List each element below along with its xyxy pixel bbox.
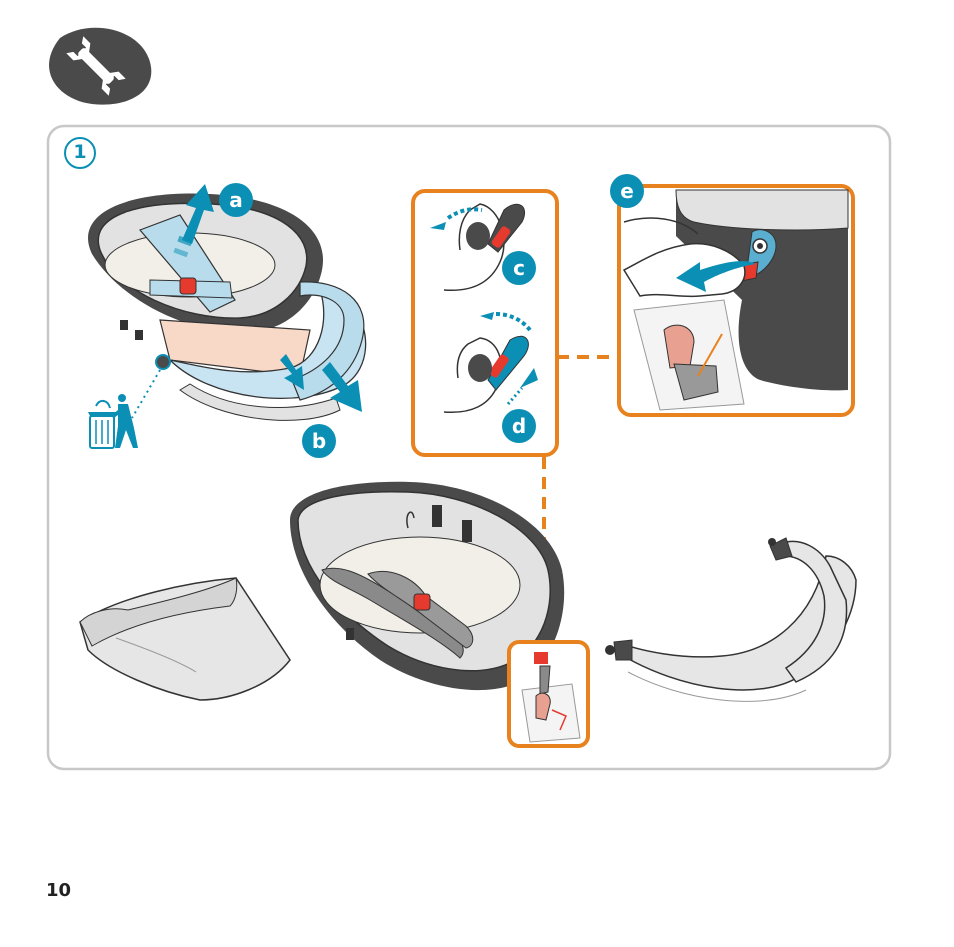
wrench-icon [49,28,151,105]
step-number: 1 [64,137,96,169]
svg-text:d: d [512,414,526,438]
svg-text:c: c [513,256,525,280]
callout-d: d [502,409,536,443]
page-number: 10 [46,880,71,901]
callout-b: b [302,424,336,458]
callout-a: a [219,183,253,217]
callout-e: e [610,174,644,208]
callout-c: c [502,251,536,285]
svg-text:b: b [312,429,326,453]
svg-text:e: e [620,179,634,203]
svg-text:a: a [229,188,243,212]
